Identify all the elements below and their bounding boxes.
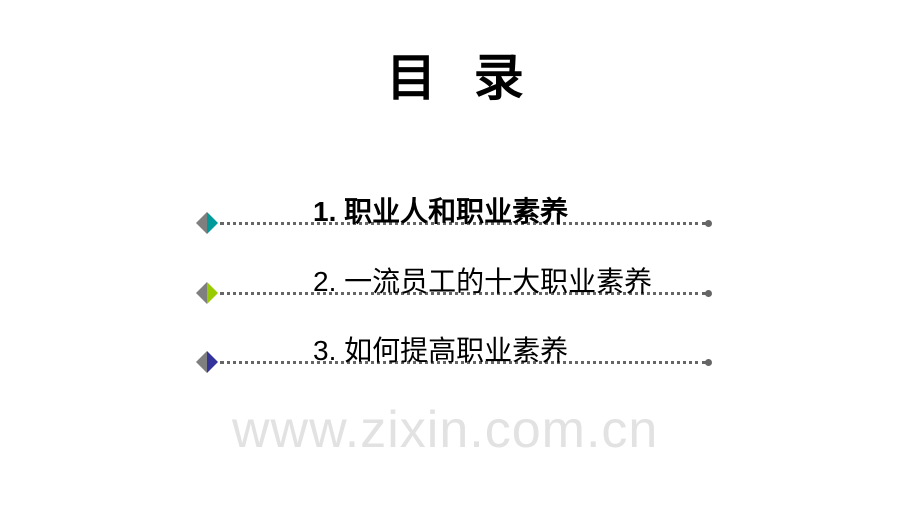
diamond-bullet-icon (196, 212, 218, 234)
toc-item-2[interactable]: 2. 一流员工的十大职业素养 (196, 266, 712, 312)
line-end-dot (705, 290, 712, 297)
line-end-dot (705, 359, 712, 366)
toc-item-label: 3. 如何提高职业素养 (313, 335, 569, 366)
page-title: 目 录 (386, 49, 534, 107)
line-end-dot (705, 220, 712, 227)
dotted-line (220, 292, 706, 295)
toc-item-label: 2. 一流员工的十大职业素养 (313, 266, 653, 297)
watermark: www.zixin.com.cn (232, 401, 659, 459)
toc-item-3[interactable]: 3. 如何提高职业素养 (196, 335, 712, 381)
toc-item-1[interactable]: 1. 职业人和职业素养 (196, 196, 712, 242)
diamond-bullet-icon (196, 282, 218, 304)
dotted-line (220, 361, 706, 364)
toc-item-label: 1. 职业人和职业素养 (313, 196, 569, 227)
dotted-line (220, 222, 706, 225)
diamond-bullet-icon (196, 351, 218, 373)
